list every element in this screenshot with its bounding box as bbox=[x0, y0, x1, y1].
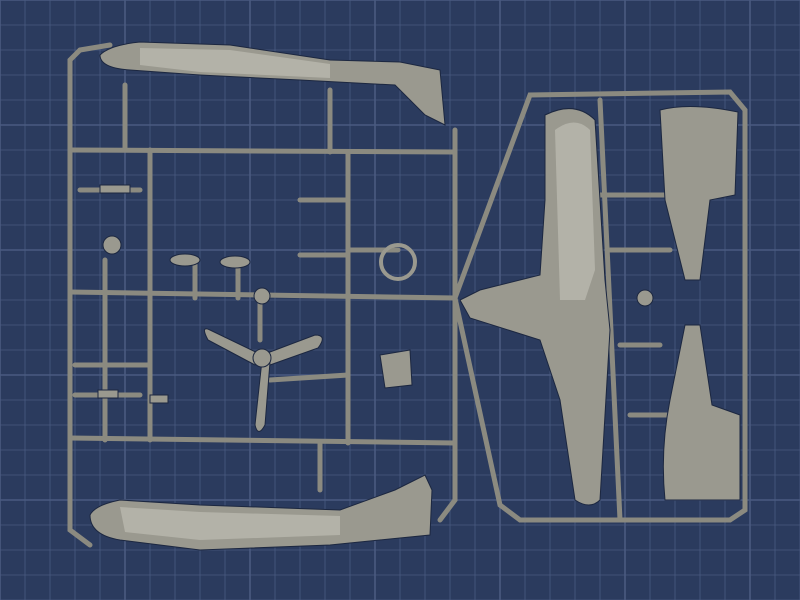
upper-wing-left bbox=[659, 105, 739, 281]
fuselage-half-bottom bbox=[89, 474, 433, 551]
lower-wing bbox=[459, 108, 611, 506]
fuselage-half-top bbox=[99, 41, 446, 126]
small-parts bbox=[97, 184, 654, 404]
upper-wing-right bbox=[662, 324, 741, 501]
right-sprue-frame bbox=[452, 89, 748, 523]
propeller bbox=[204, 328, 323, 432]
